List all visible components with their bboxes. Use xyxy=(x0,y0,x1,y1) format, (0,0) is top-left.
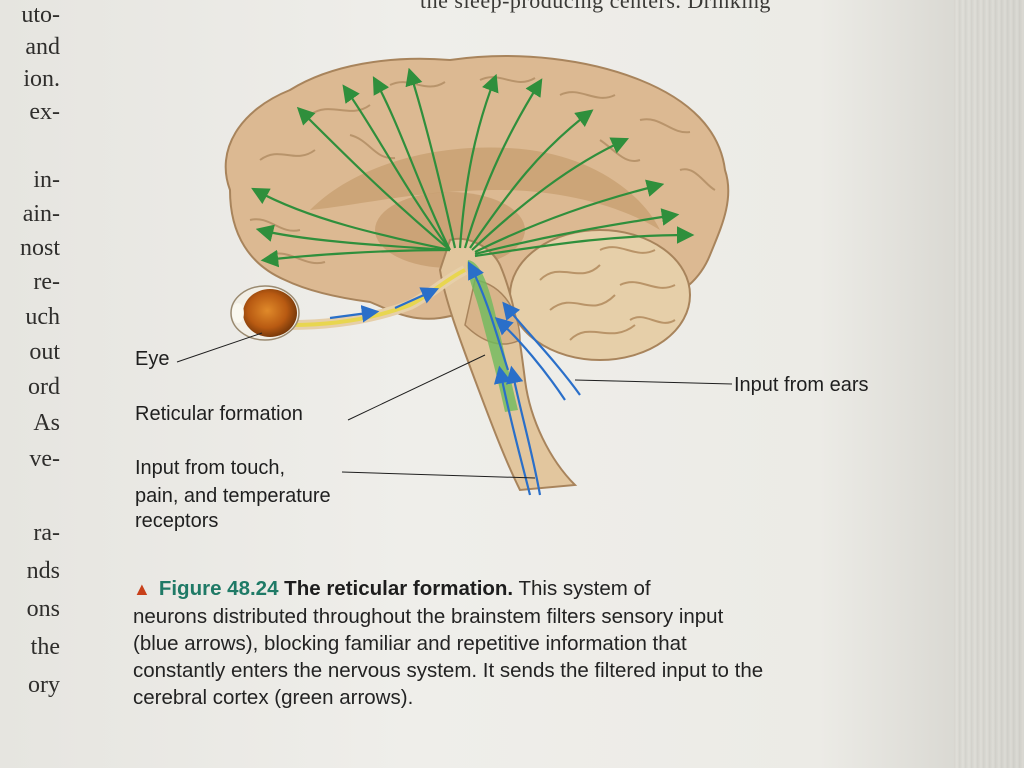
left-text-line: ion. xyxy=(23,66,60,92)
figure-caption: ▲ Figure 48.24 The reticular formation. T… xyxy=(133,575,913,711)
caption-line-1: ▲ Figure 48.24 The reticular formation. T… xyxy=(133,575,913,603)
top-text: the sleep-producing centers. Drinking xyxy=(420,0,771,13)
eye-graphic xyxy=(230,285,300,341)
triangle-icon: ▲ xyxy=(133,579,151,599)
label-input-ears: Input from ears xyxy=(734,374,869,396)
label-eye: Eye xyxy=(135,348,170,370)
left-column-text: uto- and ion. ex- in- ain- nost re- uch … xyxy=(0,0,60,768)
left-text-line: out xyxy=(29,339,60,365)
label-reticular-formation: Reticular formation xyxy=(135,403,303,425)
left-text-line: As xyxy=(33,410,60,436)
caption-line-5: cerebral cortex (green arrows). xyxy=(133,686,414,709)
left-text-line: ra- xyxy=(33,520,60,546)
left-text-line: ory xyxy=(28,672,60,698)
label-input-touch-2: pain, and temperature xyxy=(135,485,331,507)
left-text-line: ord xyxy=(28,374,60,400)
caption-line-3: (blue arrows), blocking familiar and rep… xyxy=(133,632,687,655)
left-text-line: uch xyxy=(25,304,60,330)
caption-text: This system of xyxy=(518,577,651,600)
figure-number: Figure 48.24 xyxy=(158,577,279,600)
caption-line-2: neurons distributed throughout the brain… xyxy=(133,605,724,628)
page-edge xyxy=(954,0,1024,768)
blue-arrows xyxy=(329,261,581,496)
leader-lines xyxy=(176,332,733,479)
left-text-line: ve- xyxy=(29,446,60,472)
left-text-line: nost xyxy=(19,235,60,261)
left-text-line: the xyxy=(30,634,60,660)
left-text-line: and xyxy=(25,34,60,60)
label-input-touch-1: Input from touch, xyxy=(135,457,286,479)
green-arrows xyxy=(251,67,695,268)
left-text-line: re- xyxy=(33,269,60,295)
left-text-line: ex- xyxy=(29,99,60,125)
reticular-formation-figure: Eye Reticular formation Input from touch… xyxy=(120,40,920,560)
left-text-line: nds xyxy=(26,558,60,584)
caption-line-4: constantly enters the nervous system. It… xyxy=(133,659,764,682)
left-text-line: uto- xyxy=(21,2,60,28)
label-input-touch-3: receptors xyxy=(135,510,219,532)
left-text-line: in- xyxy=(33,167,60,193)
brain-illustration xyxy=(176,55,733,496)
left-text-line: ain- xyxy=(22,201,60,227)
left-text-line: ons xyxy=(26,596,60,622)
figure-title: The reticular formation. xyxy=(284,577,514,600)
